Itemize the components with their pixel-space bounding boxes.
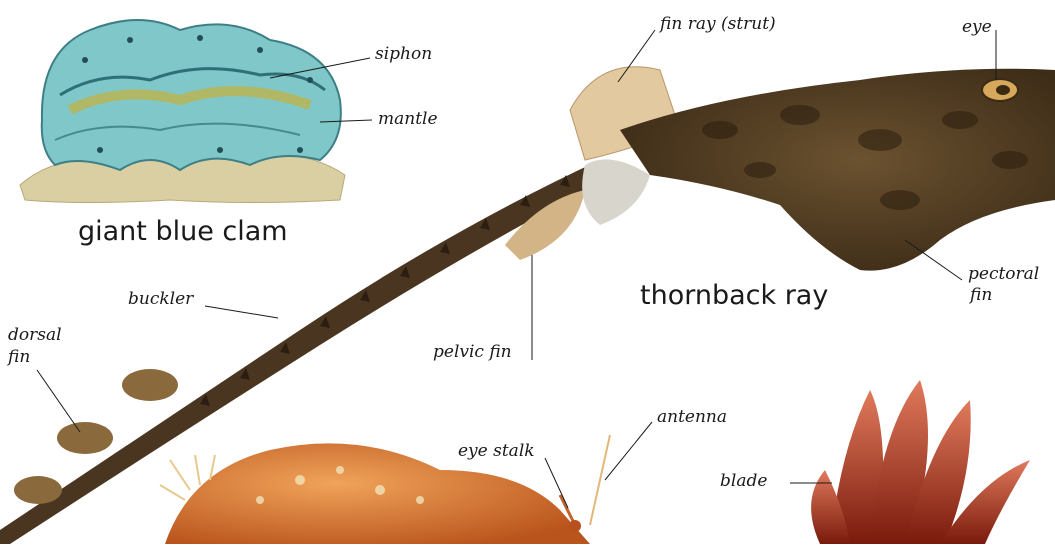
red-seaweed — [811, 380, 1030, 544]
label-pectoral-line1: pectoral — [968, 265, 1039, 284]
label-eye-stalk: eye stalk — [458, 442, 535, 461]
label-siphon: siphon — [375, 45, 432, 64]
ray-caption: thornback ray — [640, 280, 828, 311]
label-dorsal-line1: dorsal — [8, 326, 62, 345]
label-mantle: mantle — [378, 110, 438, 129]
label-fin-ray: fin ray (strut) — [660, 15, 776, 34]
label-antenna: antenna — [657, 408, 727, 427]
label-blade: blade — [720, 472, 767, 491]
label-pelvic-fin: pelvic fin — [433, 343, 512, 362]
clam-caption: giant blue clam — [78, 216, 288, 247]
label-buckler: buckler — [128, 290, 193, 309]
label-dorsal-line2: fin — [8, 348, 30, 367]
label-eye: eye — [962, 18, 992, 37]
hermit-crab — [160, 435, 610, 544]
label-pectoral-line2: fin — [970, 286, 992, 305]
giant-blue-clam — [20, 20, 345, 203]
